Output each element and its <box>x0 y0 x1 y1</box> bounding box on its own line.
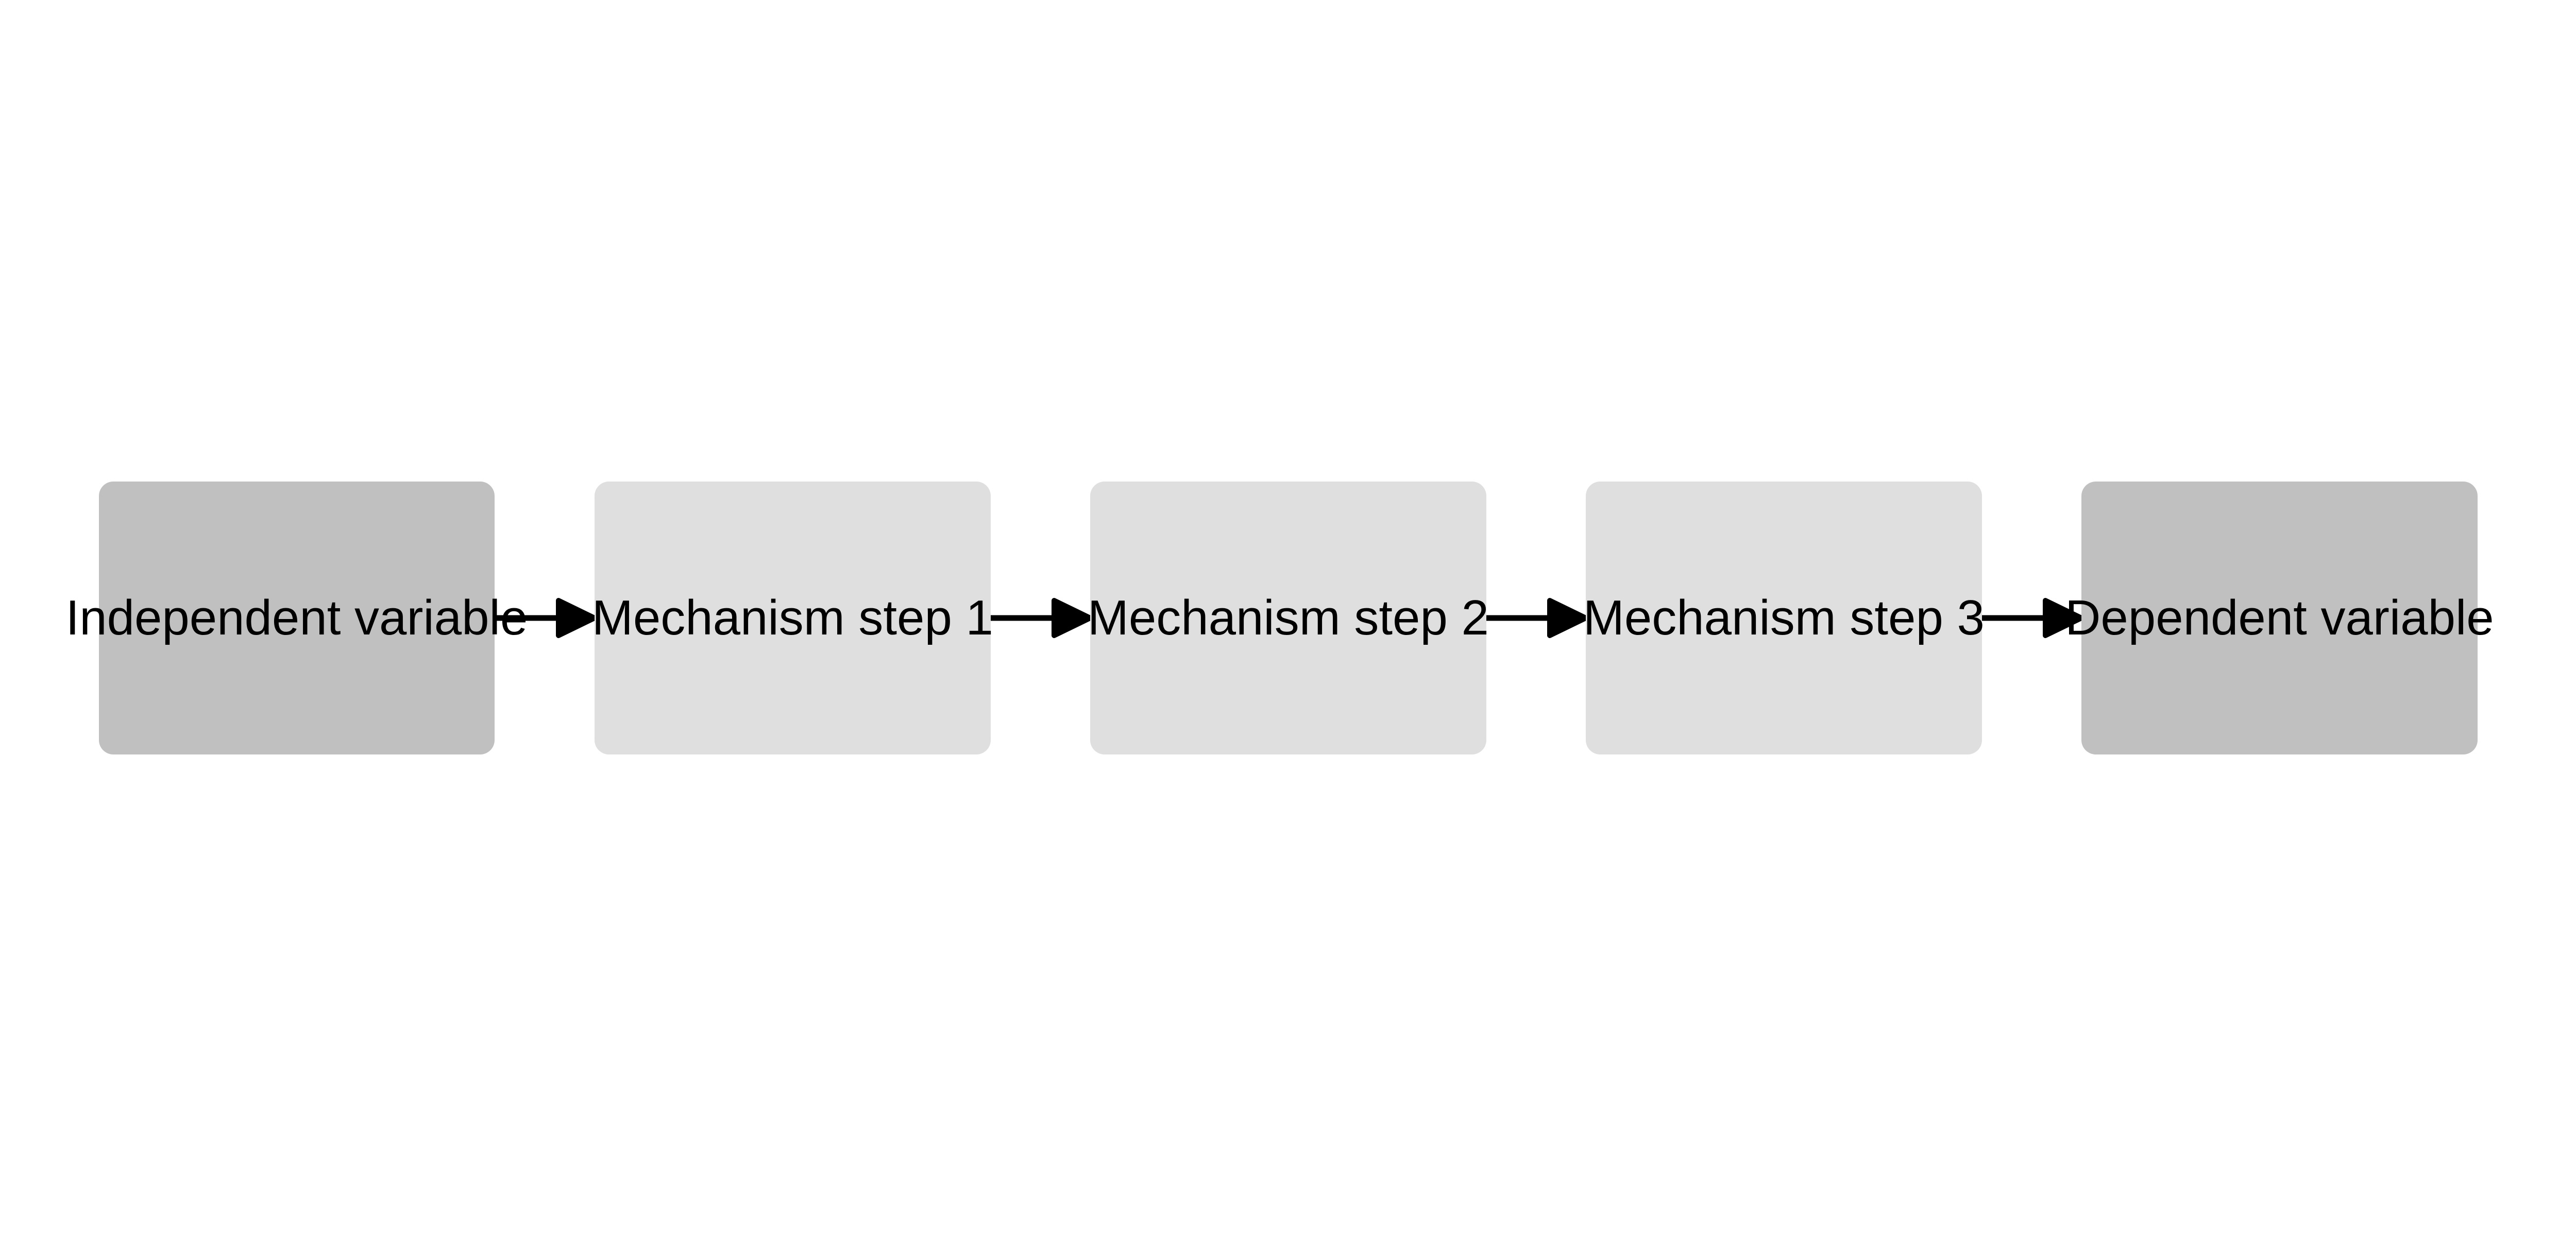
node-label: Mechanism step 3 <box>1583 590 1985 645</box>
node-independent-variable: Independent variable <box>66 482 528 754</box>
arrowhead-icon <box>1052 598 1093 638</box>
arrow-edge <box>1483 598 1588 638</box>
arrow-edge <box>988 598 1093 638</box>
arrow-edge <box>1979 598 2084 638</box>
node-label: Mechanism step 1 <box>591 590 993 645</box>
node-mechanism-step-3: Mechanism step 3 <box>1583 482 1985 754</box>
node-dependent-variable: Dependent variable <box>2065 482 2494 754</box>
arrowhead-icon <box>1547 598 1588 638</box>
node-mechanism-step-2: Mechanism step 2 <box>1087 482 1489 754</box>
node-label: Independent variable <box>65 590 528 645</box>
node-label: Mechanism step 2 <box>1087 590 1489 645</box>
arrow-edge <box>492 598 597 638</box>
arrowhead-icon <box>556 598 597 638</box>
node-mechanism-step-1: Mechanism step 1 <box>591 482 993 754</box>
node-label: Dependent variable <box>2065 590 2494 645</box>
arrowhead-icon <box>2043 598 2084 638</box>
